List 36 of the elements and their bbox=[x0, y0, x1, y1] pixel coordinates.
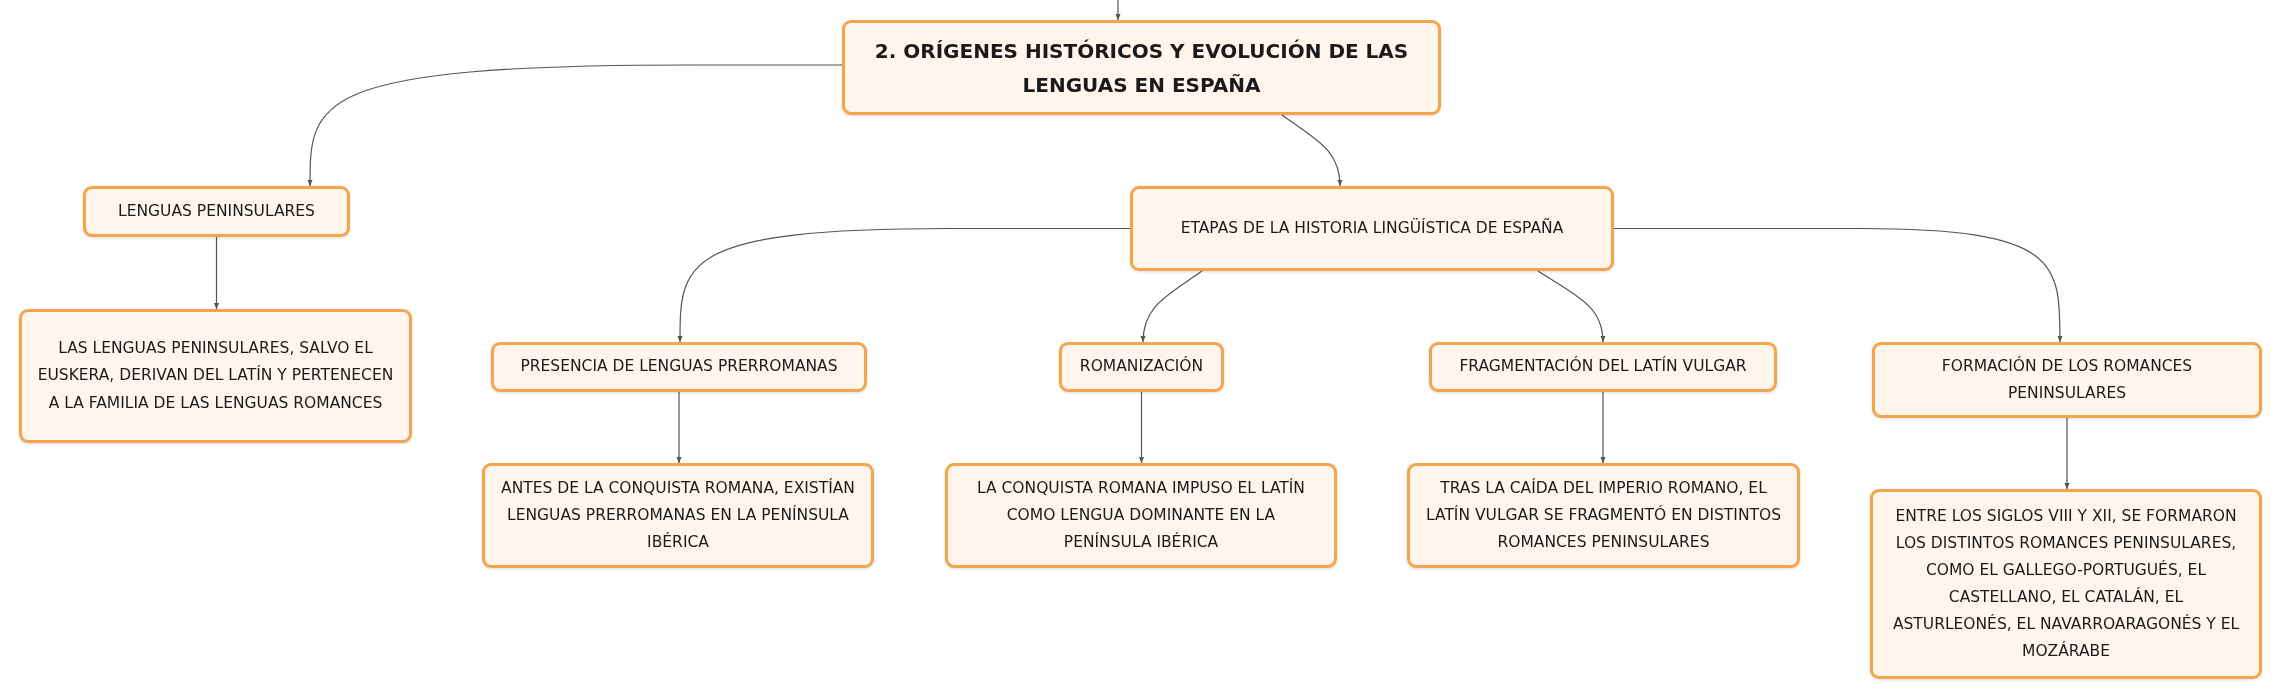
topic-text: FRAGMENTACIÓN DEL LATÍN VULGAR bbox=[1459, 355, 1747, 378]
connector-arrow bbox=[1138, 391, 1145, 464]
topic-text: 2. ORÍGENES HISTÓRICOS Y EVOLUCIÓN DE LAS LENGUAS EN ESPAÑA bbox=[873, 37, 1410, 99]
topic-text: ANTES DE LA CONQUISTA ROMANA, EXISTÍAN LENGUAS PRERROMANAS EN LA PENÍNSULA IBÉRICA bbox=[500, 477, 856, 554]
connector-arrow bbox=[2064, 417, 2070, 490]
topic-text: TRAS LA CAÍDA DEL IMPERIO ROMANO, EL LATÍN VULGAR SE FRAGMENTÓ EN DISTINTOS ROMANCES PENINSULARES bbox=[1425, 477, 1782, 554]
connector-arrow bbox=[307, 64, 843, 187]
topic-box bbox=[482, 463, 874, 568]
topic-box bbox=[1130, 186, 1614, 271]
topic-box bbox=[83, 186, 350, 237]
topic-text: LENGUAS PENINSULARES bbox=[118, 200, 315, 222]
topic-box bbox=[19, 309, 412, 443]
connector-arrow bbox=[1613, 227, 2063, 343]
connector-arrow bbox=[1600, 391, 1606, 464]
topic-box bbox=[1870, 489, 2262, 679]
connector-arrow bbox=[1537, 270, 1606, 343]
connector-arrow bbox=[213, 236, 220, 310]
topic-box bbox=[1059, 342, 1224, 392]
topic-text: ENTRE LOS SIGLOS VIII Y XII, SE FORMARON LOS DISTINTOS ROMANCES PENINSULARES, COMO EL GALLEGO-PORTUGUÉS, EL CASTELLANO, EL CATALÁN, EL ASTURLEONÉS, EL NAVARROARAGONÉS Y EL MOZÁRABE bbox=[1891, 505, 2241, 663]
topic-box bbox=[945, 463, 1337, 568]
topic-text: PRESENCIA DE LENGUAS PRERROMANAS bbox=[520, 356, 838, 378]
topic-text: ROMANIZACIÓN bbox=[1079, 355, 1204, 378]
topic-text: LAS LENGUAS PENINSULARES, SALVO EL EUSKERA, DERIVAN DEL LATÍN Y PERTENECEN A LA FAMILIA DE LAS LENGUAS ROMANCES bbox=[36, 338, 395, 414]
topic-text: LA CONQUISTA ROMANA IMPUSO EL LATÍN COMO LENGUA DOMINANTE EN LA PENÍNSULA IBÉRICA bbox=[976, 477, 1306, 554]
central-topic-box bbox=[842, 20, 1441, 115]
connector-arrow bbox=[1140, 270, 1203, 343]
connector-arrow bbox=[1281, 114, 1343, 187]
connector-arrow bbox=[1115, 0, 1121, 21]
topic-box bbox=[1429, 342, 1777, 392]
topic-box bbox=[491, 342, 867, 392]
topic-box bbox=[1407, 463, 1800, 568]
topic-box bbox=[1872, 342, 2262, 418]
connector-arrow bbox=[676, 391, 682, 464]
topic-text: ETAPAS DE LA HISTORIA LINGÜÍSTICA DE ESPAÑA bbox=[1180, 217, 1564, 239]
connector-arrow bbox=[677, 227, 1131, 343]
topic-text: FORMACIÓN DE LOS ROMANCES PENINSULARES bbox=[1940, 355, 2194, 404]
